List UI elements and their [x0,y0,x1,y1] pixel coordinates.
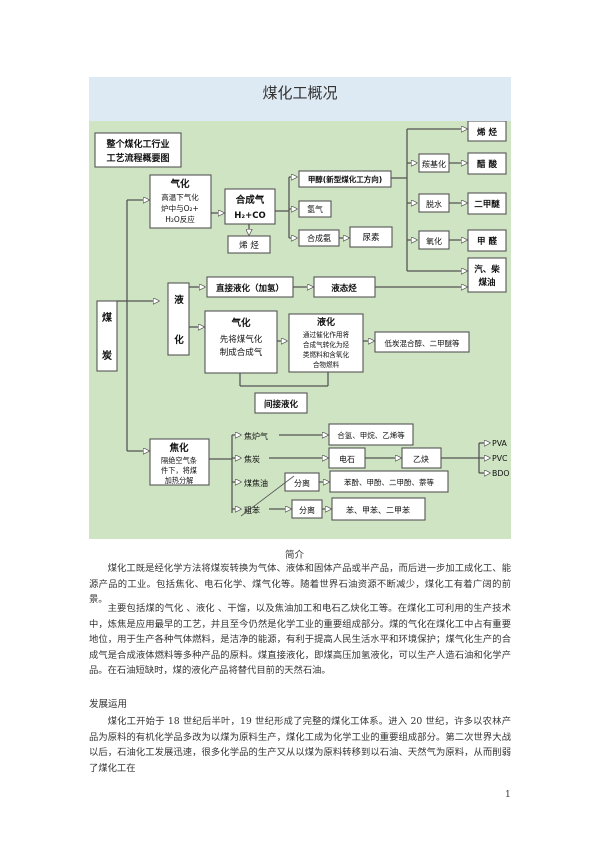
carbonylation-label: 羰基化 [422,159,446,169]
tar-products-box [329,470,449,493]
low-carbon-label: 低炭混合醇、二甲醚等 [385,338,460,348]
sep2-label: 分离 [299,505,315,515]
heading-box [94,132,182,168]
acetic-acid-box [467,152,507,175]
coke-gas-label: 焦炉气 [244,431,268,441]
direct-liq-box [206,276,294,298]
intro-heading: 简介 [285,550,305,561]
methanol-label: 甲醇(新型煤化工方向) [308,174,382,184]
pva-label: PVA [492,439,508,448]
page-number: 1 [505,790,511,800]
dehydration-label: 脱水 [426,199,442,209]
indirect-gas-box [204,310,278,374]
gasify-line1: 高温下气化 [161,192,199,202]
ammonia-label: 合成氨 [307,233,331,243]
fuel-line1: 汽、柴 [474,264,500,275]
acetylene-label: 乙炔 [413,454,429,464]
gasify-line2: 炉中与O₂+ [161,203,199,213]
coke-gas-out-box [328,423,414,446]
dme-label: 二甲醚 [474,199,500,210]
ammonia-box [298,229,340,247]
dme-box [467,192,507,215]
hydrogen-label: 氢气 [307,204,323,214]
coal-box [96,300,118,372]
coal-char1: 煤 [102,311,112,324]
urea-label: 尿素 [362,232,380,243]
bdo-label: BDO [492,469,510,478]
liquid-hc-label: 液态烃 [331,283,357,294]
calcium-carbide-box [328,447,366,469]
pvc-label: PVC [492,454,508,463]
sep1-label: 分离 [294,478,310,488]
indirect-gas-title: 气化 [230,317,251,329]
fuel-box [467,257,507,293]
title-band [89,77,511,121]
crude-benzene-label: 粗苯 [244,505,260,515]
tar-connector-line [240,475,295,517]
syngas-box [224,188,276,225]
liquefy-char1: 液 [174,294,184,306]
low-carbon-box [374,331,470,353]
heading-line2: 工艺流程概要图 [106,152,169,164]
indirect-liq-box [288,313,364,373]
fuel-line2: 煤油 [478,277,495,288]
olefin-box [467,121,507,142]
development-paragraph-1: 煤化工开始于 18 世纪后半叶，19 世纪形成了完整的煤化工体系。进入 20 世… [89,716,511,774]
coking-title: 焦化 [168,442,189,454]
olefin-left-label: 烯 烃 [239,240,259,251]
coking-line3: 加热分解 [165,476,194,485]
hydrogen-box [298,200,332,218]
coke-gas-out-label: 合氢、甲烷、乙烯等 [337,430,405,440]
indirect-liq-line1: 通过催化作用将 [303,330,350,339]
syngas-formula: H₂+CO [234,211,265,221]
benzene-products-box [331,497,426,521]
carbonylation-box [418,153,450,173]
indirect-liq-line2: 合成气转化为烃 [303,340,350,349]
coking-box [149,438,210,486]
intro-paragraph-2: 主要包括煤的气化 、液化 、干馏，以及焦油加工和电石乙炔化工等。在煤化工可利用的… [89,603,511,677]
formaldehyde-label: 甲 醛 [477,236,497,247]
oxidation-box [418,230,450,250]
syngas-title: 合成气 [236,194,265,206]
liquefy-char2: 化 [174,334,184,346]
indirect-label-box [254,392,308,414]
sep2-box [291,499,323,519]
urea-box [349,226,393,248]
sep1-box [284,472,320,492]
dehydration-box [418,193,450,213]
formaldehyde-box [467,229,507,252]
coking-line1: 隔绝空气条 [161,456,197,465]
liquid-hc-box [313,276,376,298]
indirect-label: 间接液化 [264,399,299,410]
page-title: 煤化工概况 [262,84,338,102]
gasify-title: 气化 [169,178,190,190]
heading-line1: 整个煤化工行业 [105,138,169,150]
direct-liq-label: 直接液化（加氢） [216,283,284,294]
calcium-carbide-label: 电石 [339,454,355,464]
coal-chemical-flow-diagram: 整个煤化工行业 工艺流程概要图 煤 炭 气化 高温下气化 炉中与O₂+ H₂O反… [89,121,511,539]
intro-paragraph-1: 煤化工既是经化学方法将煤炭转换为气体、液体和固体产品或半产品，而后进一步加工成化… [89,563,511,606]
olefin-label: 烯 烃 [477,127,497,138]
acetic-acid-label: 醋 酸 [477,159,497,170]
tar-products-label: 苯酚、甲酚、二甲酚、萘等 [344,477,434,487]
methanol-box [298,170,392,188]
indirect-gas-line2: 制成合成气 [220,347,263,358]
coal-char2: 炭 [102,349,112,362]
acetylene-box [401,447,442,469]
coking-line2: 件下，将煤 [161,466,197,475]
indirect-gas-line1: 先将煤气化 [220,334,263,345]
oxidation-label: 氧化 [426,236,442,246]
coke-label: 焦炭 [244,454,260,464]
indirect-liq-line4: 合物燃料 [313,360,340,369]
indirect-liq-line3: 类燃料和含氧化 [303,350,350,359]
benzene-products-label: 苯、甲苯、二甲苯 [346,505,410,515]
development-heading: 发展运用 [89,699,128,710]
gasify-line3: H₂O反应 [165,214,195,224]
liquefy-box [167,282,190,356]
coal-tar-label: 煤焦油 [244,478,268,488]
indirect-liq-title: 液化 [317,316,335,328]
olefin-left-box [227,235,271,254]
gasify-box [149,174,212,229]
